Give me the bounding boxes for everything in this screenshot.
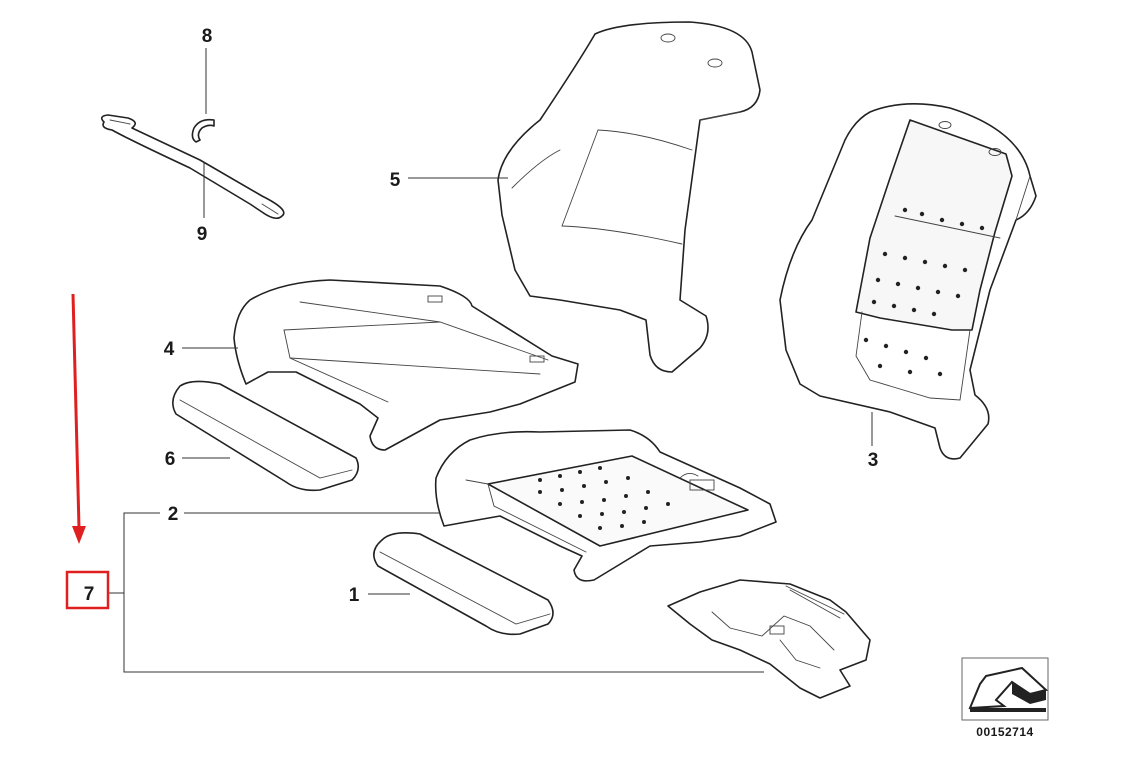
arrow-down-left-icon	[968, 666, 1049, 712]
callout-6: 6	[165, 449, 176, 470]
catalog-badge: 00152714	[961, 657, 1049, 739]
part-7-group-bracket	[108, 512, 764, 673]
part-9-wire	[100, 114, 285, 220]
part-5-backrest-cover	[408, 21, 761, 373]
seat-frame-holes	[538, 466, 670, 530]
callout-4: 4	[164, 339, 175, 360]
part-2-seat-frame	[434, 429, 777, 582]
part-4-seat-cover	[182, 279, 579, 451]
callout-2: 2	[168, 504, 179, 525]
callout-3: 3	[868, 450, 879, 471]
part-3-backrest-pad	[779, 103, 1037, 460]
callout-7: 7	[84, 584, 95, 605]
callout-9: 9	[197, 224, 208, 245]
catalog-number: 00152714	[976, 725, 1033, 739]
part-6-foam-pad	[172, 380, 360, 492]
callout-5: 5	[390, 170, 401, 191]
red-annotation	[65, 293, 110, 610]
part-1-front-pad	[368, 532, 554, 636]
part-8-clip	[191, 48, 215, 143]
callout-1: 1	[349, 585, 360, 606]
seat-heating-mat	[667, 579, 871, 699]
backrest-pad-holes	[863, 207, 985, 377]
callout-8: 8	[202, 26, 213, 47]
